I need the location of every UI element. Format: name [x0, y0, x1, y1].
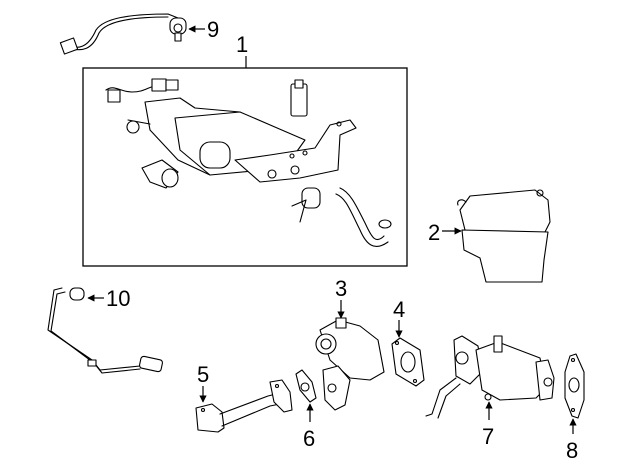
- callout-5: 5: [197, 362, 209, 387]
- callout-8: 8: [566, 438, 578, 463]
- callout-2: 2: [428, 220, 440, 245]
- callout-9: 9: [207, 17, 219, 42]
- callout-6: 6: [303, 426, 315, 451]
- part-4-gasket[interactable]: [391, 337, 425, 387]
- callout-10: 10: [106, 286, 130, 311]
- callout-3: 3: [335, 276, 347, 301]
- callout-1: 1: [236, 32, 248, 57]
- part-9-oxygen-sensor[interactable]: [59, 13, 187, 55]
- part-7-egr-cooler[interactable]: [425, 335, 555, 419]
- assembly-box: [82, 67, 408, 267]
- part-3-egr-valve[interactable]: [315, 317, 385, 411]
- part-10-oxygen-sensor[interactable]: [47, 287, 163, 374]
- part-2-reservoir[interactable]: [457, 189, 551, 283]
- part-6-gasket[interactable]: [295, 369, 317, 403]
- part-1-assembly[interactable]: [105, 78, 392, 247]
- part-5-pipe[interactable]: [195, 379, 293, 433]
- callout-7: 7: [482, 424, 494, 449]
- part-8-gasket[interactable]: [564, 353, 585, 419]
- callout-4: 4: [393, 297, 405, 322]
